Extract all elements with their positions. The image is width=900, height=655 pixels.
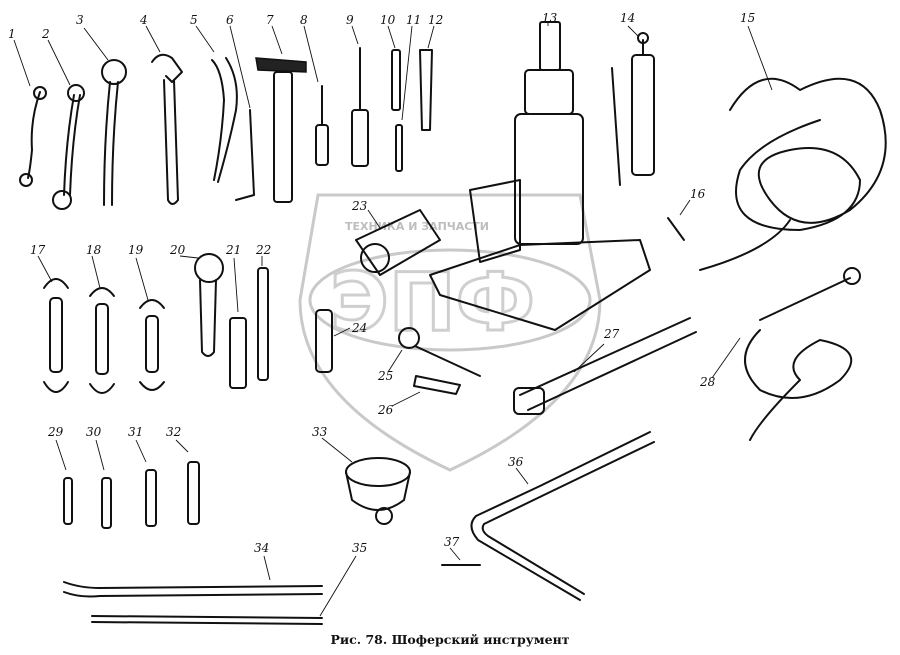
label-11: 11 (406, 13, 421, 27)
tool-8-screwdriver-small (303, 25, 329, 166)
label-1: 1 (8, 27, 16, 41)
figure-caption: Рис. 78. Шоферский инструмент (330, 632, 570, 647)
label-21: 21 (225, 243, 241, 257)
label-36: 36 (508, 455, 524, 469)
tool-34-tire-lever (63, 555, 323, 598)
tool-9-screwdriver (351, 25, 369, 167)
label-32: 32 (166, 425, 181, 439)
label-19: 19 (128, 243, 144, 257)
label-7: 7 (266, 13, 274, 27)
label-26: 26 (377, 403, 394, 417)
label-10: 10 (380, 13, 396, 27)
tool-13-hydraulic-jack (429, 21, 651, 331)
watermark-logo: ЭПФ (330, 256, 535, 349)
label-18: 18 (86, 243, 102, 257)
tool-6-hex-key (229, 25, 255, 201)
label-17: 17 (30, 243, 46, 257)
label-9: 9 (346, 13, 354, 27)
tool-35-tire-lever (91, 555, 357, 625)
tool-7-hammer (255, 25, 307, 203)
label-31: 31 (128, 425, 143, 439)
tool-15-air-hose (699, 25, 887, 271)
label-37: 37 (444, 535, 460, 549)
tool-14-grease-gun (611, 25, 655, 186)
part-number-labels: 1 2 3 4 5 6 7 8 9 10 11 12 13 14 15 16 1… (8, 11, 755, 555)
tool-22-socket-bar (257, 256, 269, 381)
label-29: 29 (47, 425, 64, 439)
label-13: 13 (542, 11, 558, 25)
watermark-text: ТЕХНИКА И ЗАПЧАСТИ (345, 220, 489, 233)
watermark: ТЕХНИКА И ЗАПЧАСТИ ЭПФ (298, 193, 602, 472)
label-33: 33 (312, 425, 328, 439)
tool-18-open-end-wrench (89, 255, 115, 394)
tool-32-small-wrench (175, 439, 200, 525)
label-22: 22 (255, 243, 271, 257)
tool-21-socket-wrench (229, 257, 247, 389)
label-4: 4 (139, 13, 148, 27)
label-6: 6 (226, 13, 234, 27)
tool-12-chisel (419, 25, 435, 131)
tool-31-small-wrench (135, 439, 157, 527)
tool-36-crank-handle (470, 431, 655, 601)
tool-20-box-spanner (179, 253, 224, 357)
tool-5-pliers (195, 25, 238, 183)
label-24: 24 (351, 321, 367, 335)
label-28: 28 (699, 375, 716, 389)
tool-17-open-end-wrench (37, 255, 69, 393)
label-5: 5 (190, 13, 198, 27)
label-14: 14 (620, 11, 635, 25)
label-23: 23 (351, 199, 368, 213)
tool-19-open-end-wrench (135, 257, 165, 391)
tool-30-small-wrench (95, 439, 112, 529)
tool-16-grease-nozzle (667, 199, 691, 241)
label-27: 27 (603, 327, 620, 341)
tool-25-tire-gauge (387, 327, 481, 377)
label-12: 12 (428, 13, 443, 27)
tool-1-offset-wrench (13, 39, 47, 187)
tool-10-drift (387, 25, 401, 111)
tool-26-feeler-blade (391, 375, 461, 407)
label-15: 15 (740, 11, 755, 25)
label-8: 8 (300, 13, 308, 27)
label-20: 20 (169, 243, 186, 257)
tool-4-adjustable-wrench (145, 25, 183, 205)
tool-27-wheel-wrench (513, 317, 697, 415)
tool-11-punch (395, 25, 413, 172)
label-16: 16 (690, 187, 706, 201)
label-3: 3 (76, 13, 84, 27)
label-34: 34 (254, 541, 269, 555)
tool-2-ring-spanner (47, 39, 85, 210)
tool-29-small-wrench (55, 439, 73, 525)
label-30: 30 (86, 425, 102, 439)
tool-23-box-wrench (355, 209, 441, 276)
tool-24-tube-spanner (315, 309, 351, 373)
tool-3-ring-spanner-large (83, 27, 127, 206)
tool-28-inspection-lamp (711, 267, 861, 441)
tool-33-filter-cap-wrench (321, 437, 411, 525)
tool-37-clip (441, 547, 481, 566)
label-25: 25 (377, 369, 393, 383)
label-2: 2 (41, 27, 50, 41)
label-35: 35 (352, 541, 367, 555)
